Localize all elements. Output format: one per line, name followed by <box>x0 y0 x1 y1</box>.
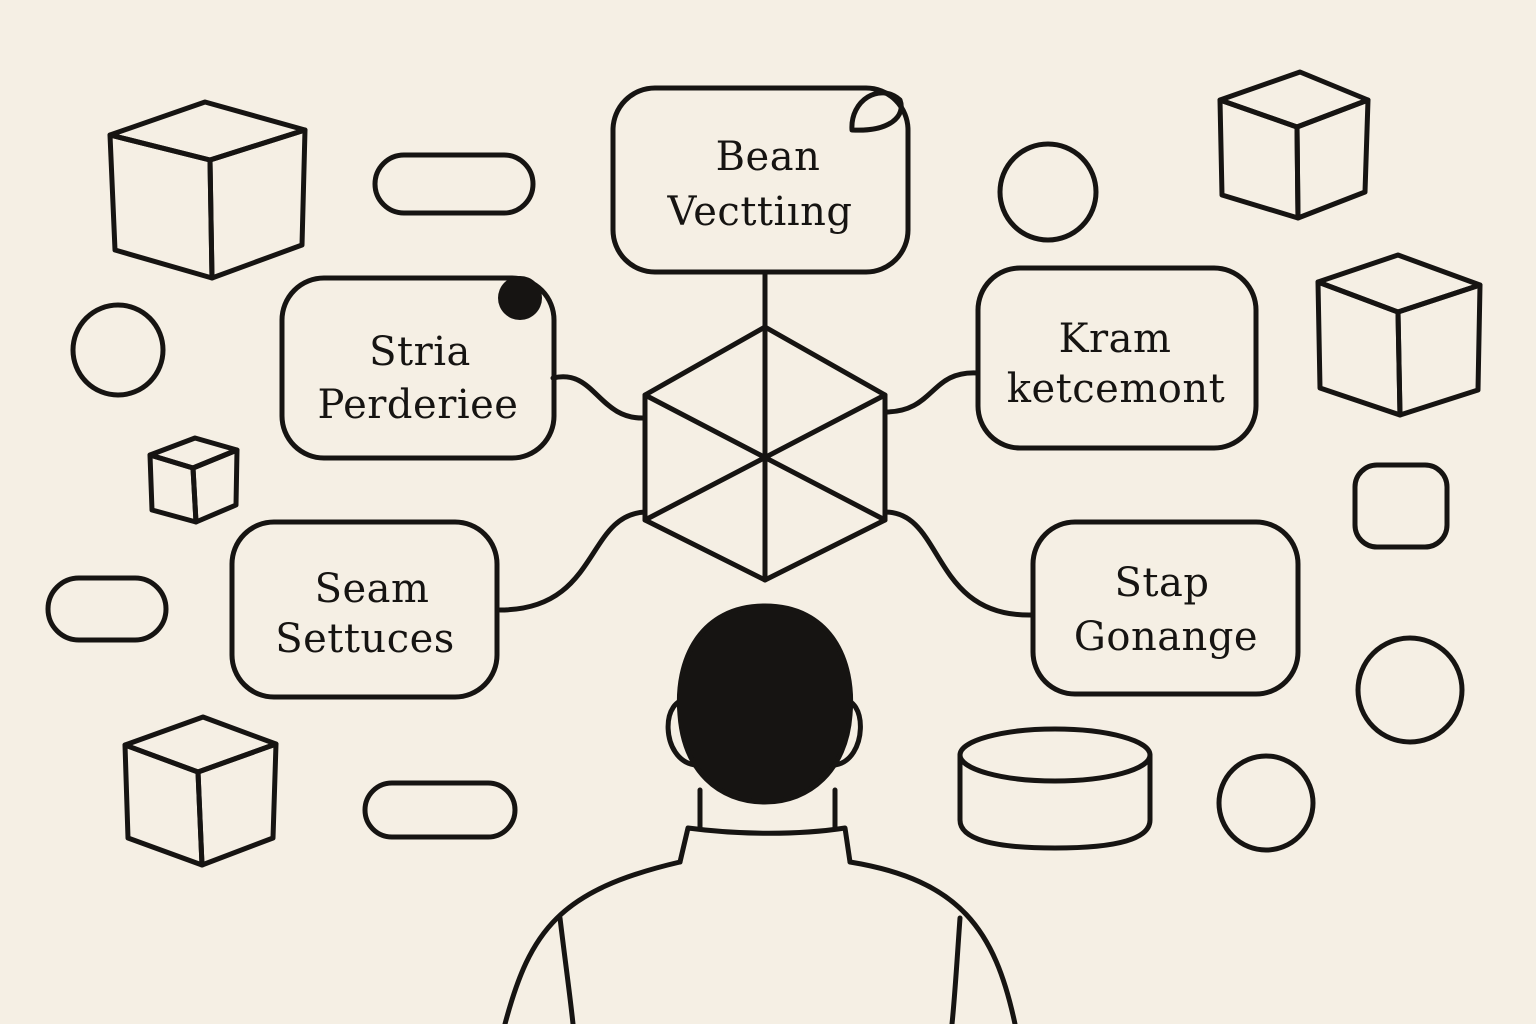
pill-shape <box>372 152 536 216</box>
node-label-line2: Settuces <box>275 616 455 662</box>
node-label-line2: Gonange <box>1074 614 1258 660</box>
arm-seams <box>557 915 963 1024</box>
cube-icon <box>122 714 279 868</box>
card-frame <box>975 265 1259 451</box>
circle-shape <box>1216 753 1316 853</box>
decorative-shapes <box>45 69 1483 868</box>
circle-shape <box>997 141 1099 243</box>
collar <box>677 825 853 865</box>
connector-upper-left <box>550 374 648 421</box>
node-label-line1: Kram <box>1059 316 1172 362</box>
connector-upper-right <box>882 370 981 415</box>
cylinder-icon <box>957 726 1153 851</box>
node-card-lower-left[interactable]: Seam Settuces <box>229 519 500 700</box>
dot-icon <box>498 276 542 320</box>
small-cube-icon <box>147 435 240 525</box>
card-frame <box>229 519 500 700</box>
page-curl-icon <box>849 90 904 133</box>
node-label-line1: Stria <box>369 329 471 375</box>
node-label-line1: Seam <box>315 566 430 612</box>
connector-lower-right <box>882 509 1036 618</box>
node-label-line1: Bean <box>716 134 821 180</box>
circle-shape <box>1355 635 1465 745</box>
neck <box>697 787 838 831</box>
card-frame <box>279 275 557 461</box>
shoulders-outline <box>502 859 1018 1024</box>
node-label-line2: Perderiee <box>318 382 519 428</box>
pill-shape <box>362 780 518 840</box>
hexagon-cube-icon <box>642 324 888 583</box>
head-hair <box>676 603 854 805</box>
connector-lower-left <box>497 509 648 613</box>
person-figure <box>502 603 1018 1024</box>
node-card-upper-left[interactable]: Stria Perderiee <box>279 275 557 461</box>
connectors <box>497 269 1036 618</box>
card-frame <box>1030 519 1301 697</box>
cube-icon <box>1315 252 1483 418</box>
pill-shape <box>45 575 169 643</box>
node-label-line2: ketcemont <box>1007 366 1225 412</box>
cube-icon <box>1217 69 1371 221</box>
node-card-top[interactable]: Bean Vecttiıng <box>610 85 911 275</box>
node-card-upper-right[interactable]: Kram ketcemont <box>975 265 1259 451</box>
cube-icon <box>107 99 308 281</box>
node-label-line1: Stap <box>1115 560 1210 606</box>
node-label-line2: Vecttiıng <box>667 189 853 235</box>
card-frame <box>610 85 911 275</box>
circle-shape <box>70 302 166 398</box>
rounded-square-shape <box>1352 462 1450 550</box>
node-card-lower-right[interactable]: Stap Gonange <box>1030 519 1301 697</box>
